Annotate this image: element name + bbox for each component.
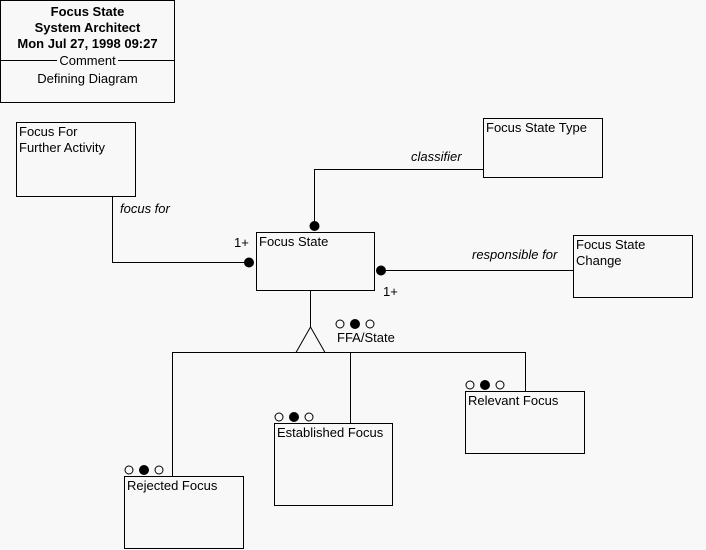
divider-rule (117, 60, 175, 61)
diagram-datetime: Mon Jul 27, 1998 09:27 (17, 36, 158, 51)
established-indicator (274, 412, 314, 422)
entity-relevant-focus[interactable]: Relevant Focus (465, 391, 585, 454)
focus-for-label: focus for (120, 201, 170, 216)
entity-focus-state-type[interactable]: Focus State Type (483, 118, 603, 178)
responsible-for-label: responsible for (472, 247, 558, 262)
entity-focus-for-further-activity[interactable]: Focus For Further Activity (16, 122, 136, 197)
diagram-title: Focus State (50, 4, 125, 19)
comment-divider: Comment (1, 53, 175, 68)
focus-for-line[interactable] (112, 196, 250, 263)
focus-for-endpoint-dot (244, 257, 254, 268)
classifier-label: classifier (411, 149, 462, 164)
comment-label: Comment (59, 53, 116, 68)
entity-established-focus[interactable]: Established Focus (274, 423, 393, 506)
responsible-for-cardinality: 1+ (383, 284, 398, 299)
responsible-for-endpoint-dot (376, 265, 386, 276)
classifier-line[interactable] (314, 169, 484, 227)
subtype-triangle[interactable] (295, 325, 326, 353)
subtype-discriminator-label: FFA/State (337, 330, 395, 345)
focus-for-cardinality: 1+ (234, 235, 249, 250)
classifier-endpoint-dot (309, 221, 320, 231)
relevant-indicator (465, 380, 505, 390)
entity-focus-state-change[interactable]: Focus State Change (573, 235, 693, 298)
rejected-indicator (124, 465, 164, 475)
divider-rule (1, 60, 58, 61)
comment-text: Defining Diagram (37, 71, 138, 86)
diagram-author: System Architect (34, 20, 141, 35)
diagram-title-block: Focus State System Architect Mon Jul 27,… (0, 0, 175, 103)
discriminator-indicator (335, 319, 375, 329)
entity-focus-state[interactable]: Focus State (256, 232, 375, 291)
entity-rejected-focus[interactable]: Rejected Focus (124, 476, 244, 549)
subtype-bus-line[interactable] (172, 352, 526, 477)
